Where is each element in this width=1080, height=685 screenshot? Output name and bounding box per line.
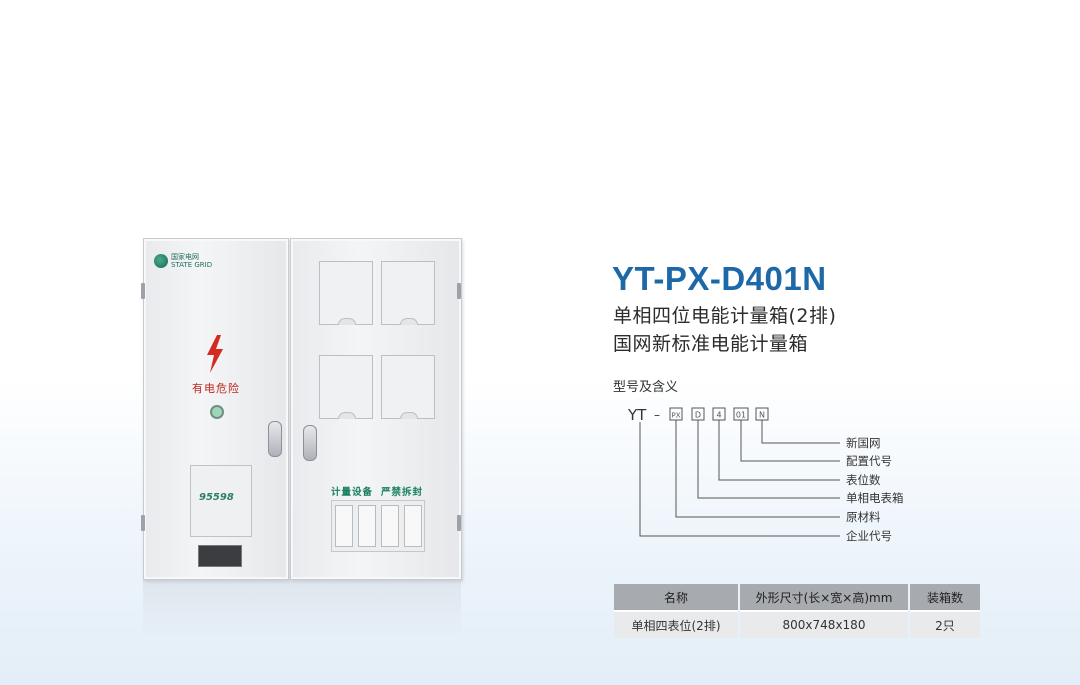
code-box-label: N (759, 411, 765, 420)
meaning-label: 单相电表箱 (846, 491, 904, 505)
table-row: 单相四表位(2排) 800x748x180 2只 (614, 612, 980, 638)
leader-line (761, 420, 840, 444)
hinge (457, 283, 461, 299)
hinge (141, 283, 145, 299)
code-box-label: 01 (736, 411, 746, 420)
model-code-diagram: YT – PX D 4 01 N 新国网 配置代号 表位数 单相电表箱 原材料 … (627, 406, 904, 543)
leader-line (740, 420, 840, 462)
left-door: 国家电网 STATE GRID 有电危险 95598 (141, 238, 289, 580)
code-box-label: 4 (716, 411, 721, 420)
product-subtitle-2: 国网新标准电能计量箱 (613, 333, 809, 355)
leader-line (675, 420, 840, 518)
breaker-slot (334, 505, 353, 547)
logo-cn-text: 国家电网 (171, 253, 199, 261)
cell-dimensions: 800x748x180 (740, 612, 908, 638)
leader-line (697, 420, 840, 499)
breaker-slots (331, 500, 425, 552)
cell-name: 单相四表位(2排) (614, 612, 738, 638)
meaning-label: 表位数 (846, 473, 881, 487)
leader-line (639, 422, 840, 537)
cell-pack-qty: 2只 (910, 612, 980, 638)
meaning-label: 企业代号 (846, 529, 892, 543)
code-dash: – (654, 408, 660, 422)
door-latch (268, 421, 282, 457)
seal-notice: 计量设备严禁拆封 (331, 484, 431, 498)
state-grid-logo: 国家电网 STATE GRID (154, 253, 212, 269)
notice-do-not-unseal: 严禁拆封 (381, 487, 424, 498)
header-dimensions: 外形尺寸(长×宽×高)mm (740, 584, 908, 612)
door-latch (303, 425, 317, 461)
hinge (141, 515, 145, 531)
right-door (290, 238, 462, 580)
state-grid-logo-icon (154, 254, 168, 268)
document-pocket: 95598 (190, 465, 252, 537)
model-legend-title: 型号及含义 (613, 380, 679, 395)
meter-box-photo: 国家电网 STATE GRID 有电危险 95598 (141, 238, 462, 580)
code-prefix: YT (627, 406, 647, 424)
photo-reflection (143, 580, 461, 640)
meter-window (319, 261, 373, 325)
meter-window (319, 355, 373, 419)
nameplate (198, 545, 242, 567)
code-box-label: PX (671, 412, 680, 420)
breaker-slot (403, 505, 422, 547)
header-pack-qty: 装箱数 (910, 584, 980, 612)
model-number: YT-PX-D401N (612, 260, 827, 297)
meaning-label: 新国网 (846, 436, 881, 450)
lightning-bolt-icon (207, 335, 223, 373)
spec-table-header-row: 名称 外形尺寸(长×宽×高)mm 装箱数 (614, 584, 980, 612)
product-subtitle-1: 单相四位电能计量箱(2排) (613, 305, 837, 327)
meter-window (381, 355, 435, 419)
breaker-slot (380, 505, 399, 547)
leader-line (718, 420, 840, 481)
meaning-label: 原材料 (846, 510, 881, 524)
hotline-logo: 95598 (199, 492, 234, 503)
meaning-label: 配置代号 (846, 454, 892, 468)
meter-window (381, 261, 435, 325)
logo-en-text: STATE GRID (171, 261, 213, 269)
code-box-label: D (695, 411, 701, 420)
header-name: 名称 (614, 584, 738, 612)
spec-table: 名称 外形尺寸(长×宽×高)mm 装箱数 单相四表位(2排) 800x748x1… (612, 584, 982, 638)
breaker-slot (357, 505, 376, 547)
hinge (457, 515, 461, 531)
danger-warning-text: 有电危险 (192, 382, 240, 395)
indicator-knob (210, 405, 224, 419)
notice-metering-equipment: 计量设备 (331, 487, 374, 498)
